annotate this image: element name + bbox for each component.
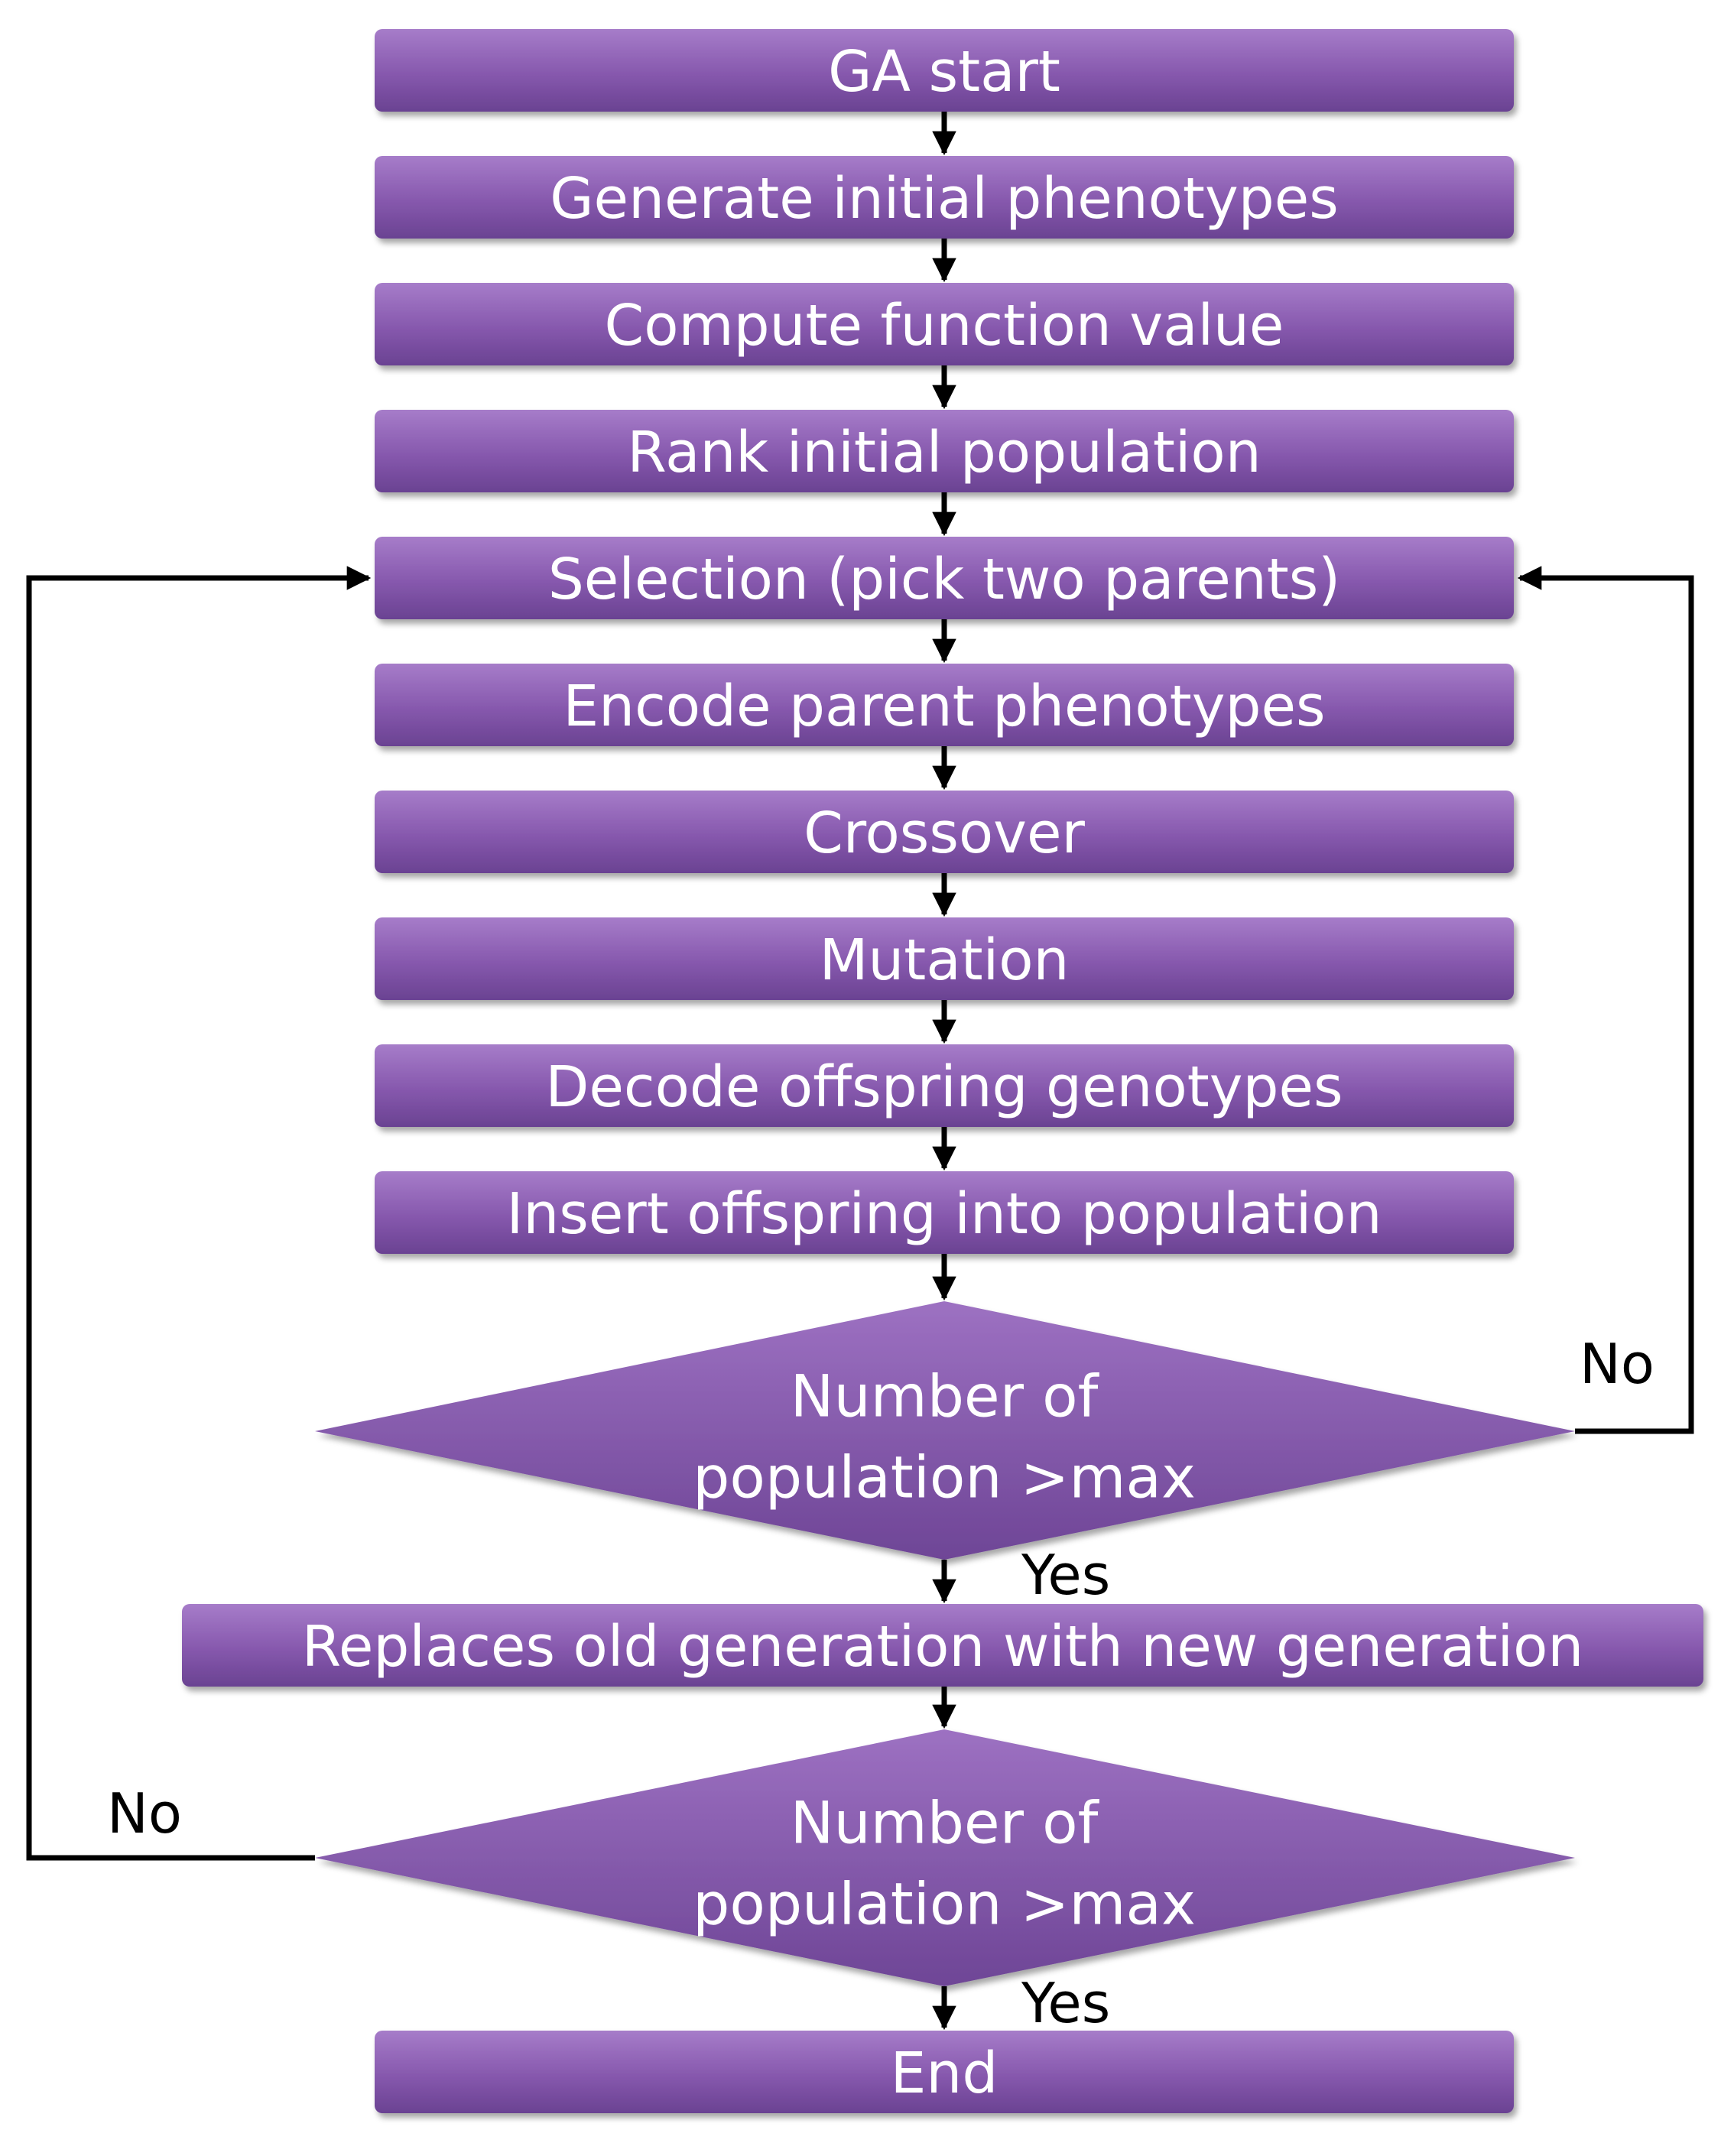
step-replace-label: Replaces old generation with new generat… bbox=[302, 1614, 1584, 1680]
step-crossover-label: Crossover bbox=[804, 800, 1085, 866]
decision-1-line1: Number of bbox=[791, 1362, 1100, 1430]
decision-1-no-label: No bbox=[1580, 1332, 1654, 1396]
loop-decision-2-no bbox=[26, 566, 372, 1861]
decision-2-line2: population >max bbox=[693, 1870, 1196, 1938]
step-mutation: Mutation bbox=[375, 917, 1514, 1000]
step-generate-label: Generate initial phenotypes bbox=[550, 166, 1339, 232]
step-decode: Decode offspring genotypes bbox=[375, 1044, 1514, 1127]
step-selection-label: Selection (pick two parents) bbox=[548, 547, 1340, 612]
step-decode-label: Decode offspring genotypes bbox=[545, 1054, 1343, 1120]
decision-2: Number of population >max bbox=[315, 1729, 1575, 1986]
step-rank: Rank initial population bbox=[375, 410, 1514, 492]
step-compute-label: Compute function value bbox=[605, 293, 1284, 359]
decision-2-no-label: No bbox=[107, 1781, 182, 1846]
step-selection: Selection (pick two parents) bbox=[375, 537, 1514, 619]
step-end-label: End bbox=[891, 2041, 999, 2106]
connectors bbox=[26, 112, 1694, 2031]
step-encode-label: Encode parent phenotypes bbox=[563, 674, 1325, 739]
step-encode: Encode parent phenotypes bbox=[375, 664, 1514, 746]
step-ga-start: GA start bbox=[375, 29, 1514, 112]
decision-1-line2: population >max bbox=[693, 1443, 1196, 1511]
step-replace: Replaces old generation with new generat… bbox=[182, 1604, 1703, 1687]
step-insert-label: Insert offspring into population bbox=[507, 1181, 1382, 1247]
step-mutation-label: Mutation bbox=[820, 927, 1070, 993]
step-rank-label: Rank initial population bbox=[627, 420, 1261, 485]
step-end: End bbox=[375, 2031, 1514, 2113]
decision-1: Number of population >max bbox=[315, 1301, 1575, 1560]
step-generate: Generate initial phenotypes bbox=[375, 156, 1514, 239]
decision-2-yes-label: Yes bbox=[1021, 1971, 1110, 2035]
step-ga-start-label: GA start bbox=[828, 39, 1060, 105]
step-crossover: Crossover bbox=[375, 791, 1514, 873]
step-compute: Compute function value bbox=[375, 283, 1514, 365]
decision-1-yes-label: Yes bbox=[1021, 1543, 1110, 1607]
decision-2-line1: Number of bbox=[791, 1789, 1100, 1857]
loop-decision-1-no bbox=[1517, 566, 1694, 1434]
step-insert: Insert offspring into population bbox=[375, 1171, 1514, 1254]
